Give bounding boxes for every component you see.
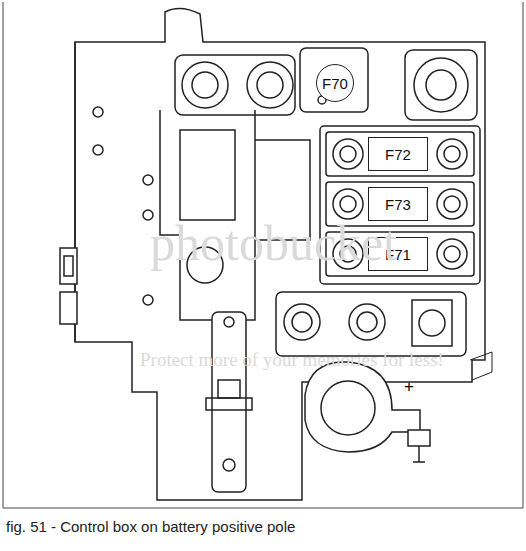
watermark: Protect more of your memories for less!: [140, 350, 444, 369]
fuse-number: F70: [322, 75, 348, 92]
fuse-label-box: F72: [368, 137, 428, 171]
fuse-label-box: F73: [368, 187, 428, 221]
fuse-number: F72: [385, 146, 411, 163]
watermark: photobucket: [150, 218, 397, 268]
polarity-sign: +: [404, 378, 414, 395]
fuse-circle: F70: [316, 64, 354, 102]
fuse-number: F73: [385, 196, 411, 213]
figure-caption: fig. 51 - Control box on battery positiv…: [6, 518, 295, 535]
